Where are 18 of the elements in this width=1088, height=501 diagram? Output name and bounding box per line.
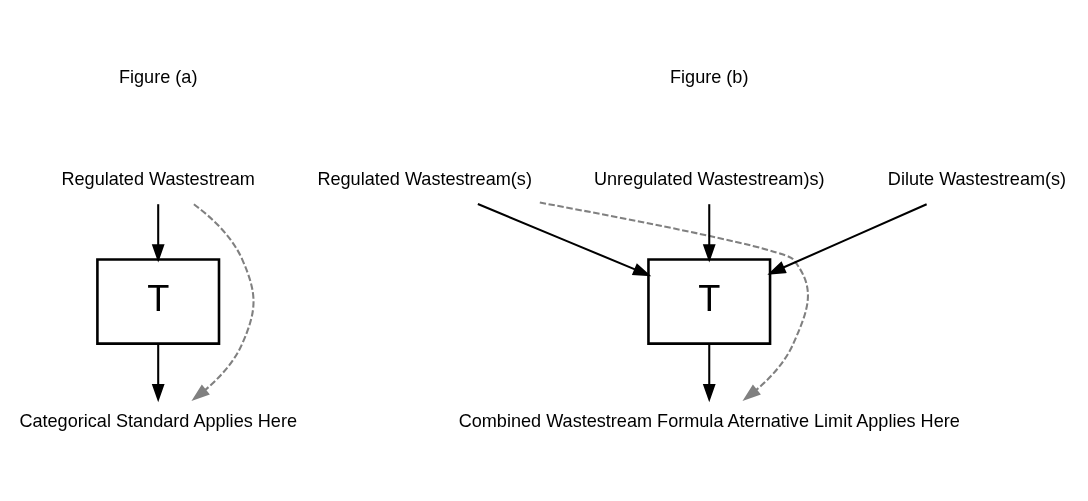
arrow <box>151 343 165 403</box>
arrow <box>151 204 165 263</box>
node-text: Regulated Wastestream(s) <box>317 169 532 190</box>
node-text: Regulated Wastestream <box>61 169 255 190</box>
arrow <box>702 343 716 403</box>
label: Figure (a) <box>118 67 198 88</box>
arrow <box>477 203 652 277</box>
node-box: T <box>96 258 221 345</box>
arrow <box>767 203 928 275</box>
arrow <box>702 204 716 263</box>
node-box: T <box>647 258 772 345</box>
arrow <box>539 201 809 401</box>
node-text: Unregulated Wastestream)s) <box>593 169 825 190</box>
node-text: Dilute Wastestream(s) <box>887 169 1067 190</box>
node-text: Combined Wastestream Formula Aternative Limit Applies Here <box>458 411 960 432</box>
arrow <box>191 203 255 401</box>
node-text: Categorical Standard Applies Here <box>19 411 297 432</box>
label: Figure (b) <box>670 67 749 88</box>
